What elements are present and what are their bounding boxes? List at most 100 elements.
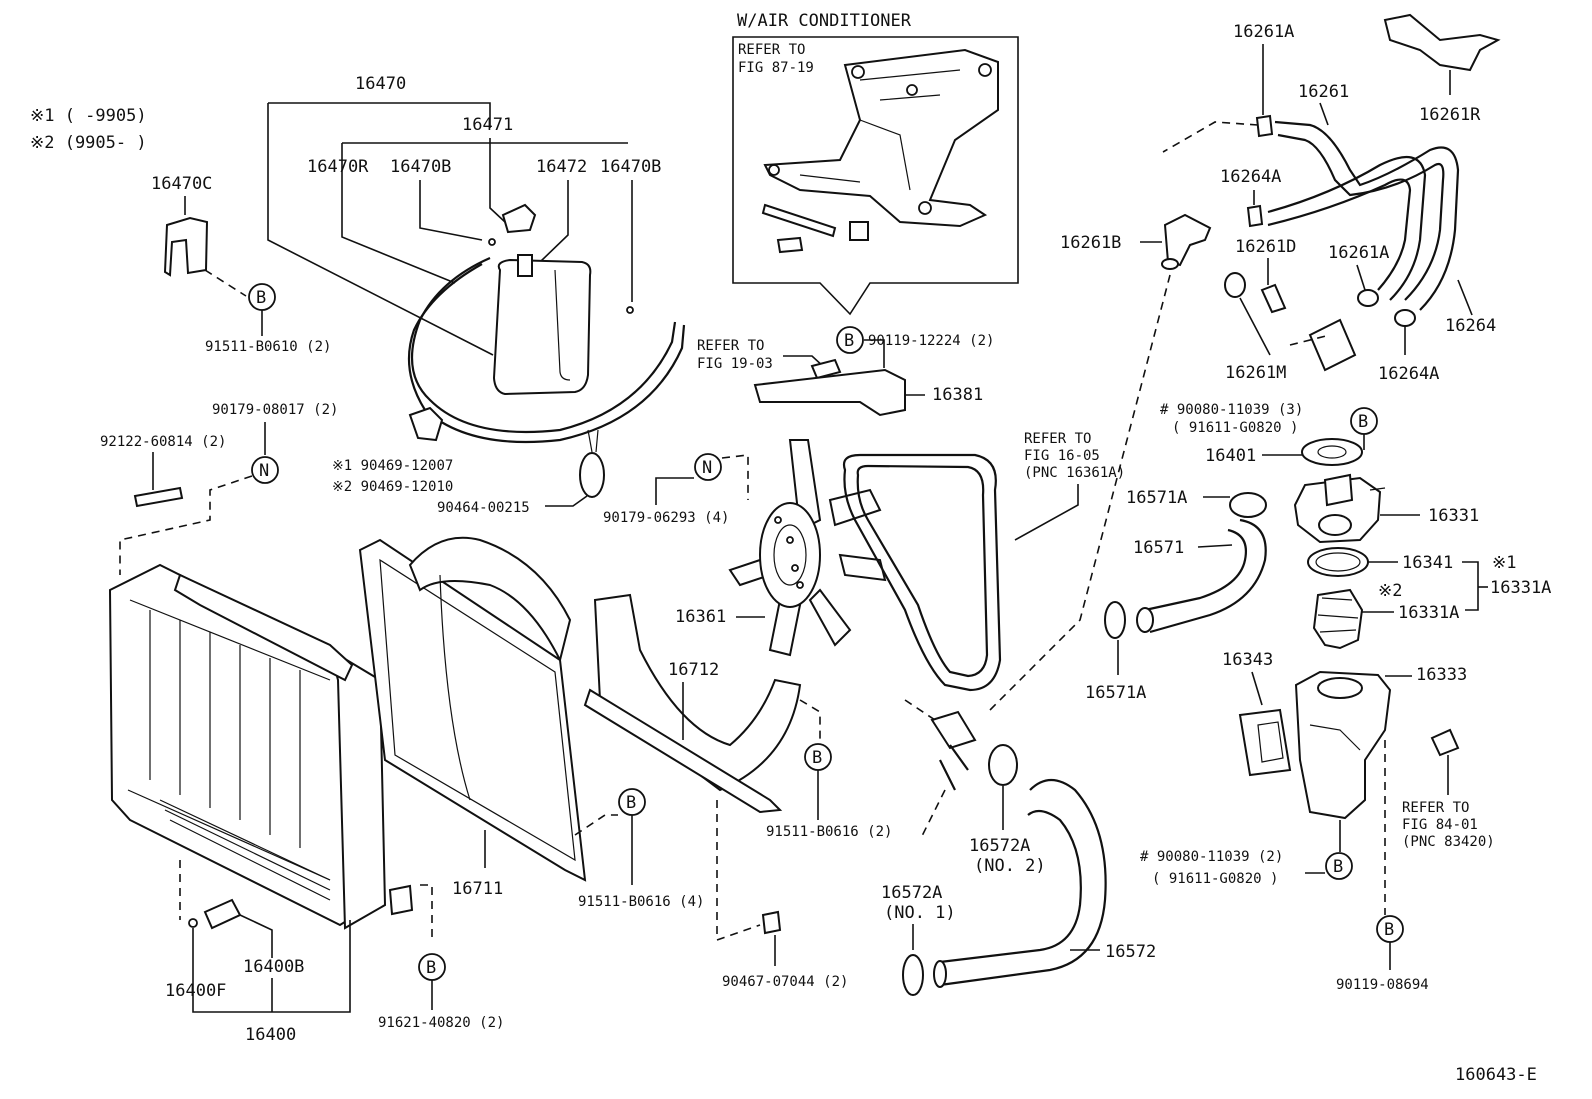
label-refer1903-1: REFER TO: [697, 338, 764, 354]
drain-cock-16400b: [203, 898, 242, 930]
label-refer8401-2: FIG 84-01: [1402, 817, 1478, 833]
clip-16264a-bot: [1394, 309, 1416, 327]
dash-stud: [119, 475, 253, 575]
mark-2: ※2: [1378, 581, 1402, 601]
label-16572a-no2-sub: (NO. 2): [974, 856, 1046, 876]
dash-n-fan: [721, 454, 749, 500]
tank-bracket-clamp: [408, 406, 444, 442]
fan-shroud-16712: [583, 593, 802, 814]
gasket-16401: [1301, 438, 1363, 466]
label-90469-12007: ※1 90469-12007: [332, 458, 453, 474]
label-90119-08694: 90119-08694: [1336, 977, 1429, 993]
fan-shroud-16711: [358, 536, 587, 882]
band-wire: [587, 429, 599, 453]
leader-16261m: [1239, 297, 1271, 356]
clamp-16571a-top: [1229, 492, 1267, 518]
label-16471: 16471: [462, 115, 513, 135]
inset-title: W/AIR CONDITIONER: [737, 11, 912, 31]
dash-inlet: [919, 789, 946, 841]
thermostat-16331a: [1312, 588, 1364, 650]
valve-body: [1308, 318, 1357, 372]
dash-radiator-b: [420, 884, 433, 940]
leader-16470: [267, 102, 494, 356]
label-refer1903-2: FIG 19-03: [697, 356, 773, 372]
gasket-16341: [1307, 547, 1369, 577]
label-16361: 16361: [675, 607, 726, 627]
clip-16261m: [1224, 272, 1246, 298]
marker-n-1-label: N: [259, 461, 269, 481]
v-belt-16361a: [842, 453, 1002, 692]
dash-16470c: [204, 269, 247, 297]
label-refer8401-3: (PNC 83420): [1402, 834, 1495, 850]
leader-16343: [1251, 671, 1263, 706]
label-16470b-1: 16470B: [390, 157, 451, 177]
label-16571: 16571: [1133, 538, 1184, 558]
clamp-16572a-no2: [988, 744, 1018, 786]
leader-16571: [1197, 544, 1233, 548]
marker-b-thermo-mid: [1325, 852, 1353, 880]
diagram-id: 160643-E: [1455, 1065, 1537, 1085]
dash-16711-b: [574, 814, 618, 836]
dash-16712-b: [799, 699, 821, 745]
leader-90119-12224: [864, 339, 885, 368]
label-16572a-no1: 16572A: [881, 883, 942, 903]
label-16261a-top: 16261A: [1233, 22, 1294, 42]
marker-b-thermo-bot-label: B: [1384, 920, 1394, 940]
inlet-pipe-body: [939, 744, 969, 791]
marker-b-radiator-label: B: [426, 958, 436, 978]
marker-n-fan-label: N: [702, 458, 712, 478]
dash-16261a: [1162, 121, 1259, 153]
label-16261r: 16261R: [1419, 105, 1481, 125]
label-16470b-2: 16470B: [600, 157, 661, 177]
label-refer1605-1: REFER TO: [1024, 431, 1091, 447]
label-16261d: 16261D: [1235, 237, 1296, 257]
label-16331a-1: 16331A: [1490, 578, 1551, 598]
label-16343: 16343: [1222, 650, 1273, 670]
label-16264a-bot: 16264A: [1378, 364, 1439, 384]
water-outlet-16261b: [1161, 213, 1212, 270]
label-16261: 16261: [1298, 82, 1349, 102]
label-90080-11039-2: # 90080-11039 (2): [1140, 849, 1283, 865]
clip-16261a-mid: [1357, 289, 1379, 307]
label-90119-12224: 90119-12224 (2): [868, 333, 994, 349]
marker-b-thermo-top-label: B: [1358, 412, 1368, 432]
label-refer1605-2: FIG 16-05: [1024, 448, 1100, 464]
leader-16470b-1: [419, 180, 483, 241]
reservoir-cap: [501, 203, 537, 234]
clip-16261a-top: [1255, 114, 1274, 138]
radiator-16400: [108, 563, 414, 930]
label-16261m: 16261M: [1225, 363, 1286, 383]
upper-hose-16571: [1136, 518, 1267, 634]
label-90464-00215: 90464-00215: [437, 500, 530, 516]
label-16381: 16381: [932, 385, 983, 405]
bracket-16470c: [163, 216, 209, 277]
marker-b-thermo-mid-label: B: [1333, 857, 1343, 877]
leader-90464: [545, 495, 588, 507]
label-91511-b0616-4: 91511-B0616 (4): [578, 894, 704, 910]
mark-1: ※1: [1492, 553, 1516, 573]
legend-note-2: ※2 (9905- ): [30, 133, 147, 153]
label-16572a-no1-sub: (NO. 1): [884, 903, 956, 923]
label-16571a-top: 16571A: [1126, 488, 1187, 508]
marker-n-1: [251, 456, 279, 484]
inlet-pipe: [930, 710, 977, 750]
label-16261a-mid: 16261A: [1328, 243, 1389, 263]
drain-o-ring-16400f: [188, 918, 198, 928]
cooling-fan-16361: [728, 439, 887, 657]
marker-b-16711-label: B: [626, 793, 636, 813]
marker-b-16712-label: B: [812, 748, 822, 768]
label-16401: 16401: [1205, 446, 1256, 466]
label-16572: 16572: [1105, 942, 1156, 962]
leader-16470r: [341, 142, 628, 284]
marker-b-1-label: B: [256, 288, 266, 308]
stud-bolt-92122: [133, 486, 184, 508]
sensor-83420: [1430, 728, 1460, 757]
leader-16261a-mid: [1356, 264, 1366, 291]
bolt-90467: [761, 910, 782, 935]
label-16261b: 16261B: [1060, 233, 1121, 253]
lower-hose-16572: [933, 778, 1107, 988]
gasket-16343-inner: [1257, 721, 1284, 763]
label-refer8401-1: REFER TO: [1402, 800, 1469, 816]
label-16711: 16711: [452, 879, 503, 899]
